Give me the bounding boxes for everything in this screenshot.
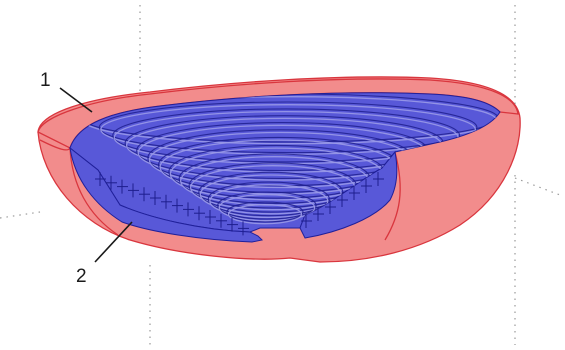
axis-dotted-line [515,178,560,195]
callout-2-label: 2 [76,266,87,287]
callout-1: 1 [40,70,92,112]
callout-2: 2 [76,222,132,287]
axis-dotted-line [0,212,40,218]
callout-1-label: 1 [40,70,51,91]
